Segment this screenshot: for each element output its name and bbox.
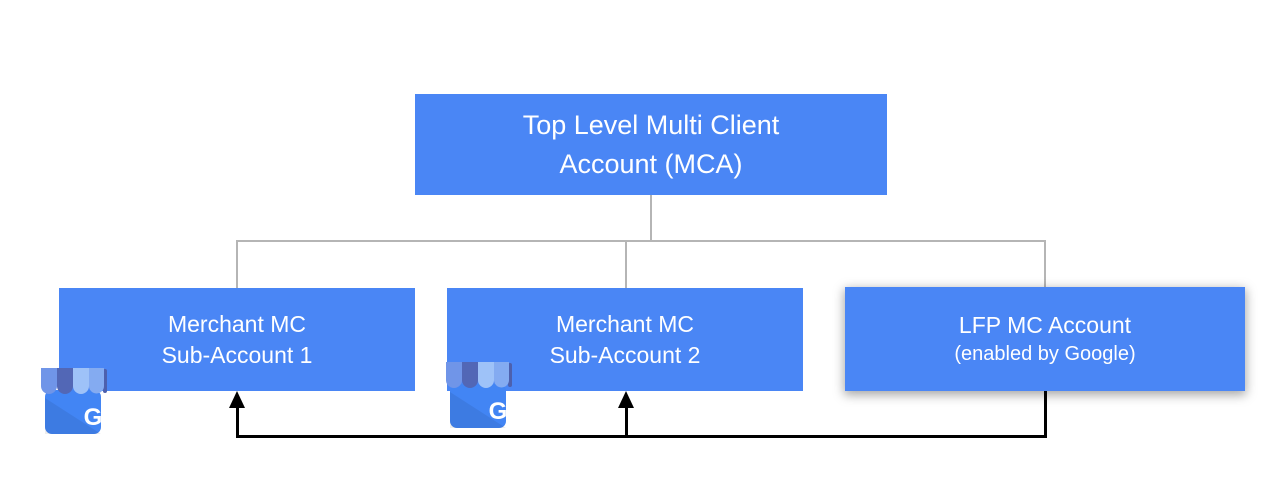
google-business-profile-icon: G: [41, 368, 107, 434]
feed-path-horizontal-line: [236, 435, 1047, 438]
google-business-profile-icon: G: [446, 362, 512, 428]
arrow-up-sub1-icon: [229, 391, 245, 408]
connector-horizontal-line: [236, 240, 1046, 242]
awning-stripe-1: [446, 362, 462, 388]
merchant-sub-account-1-node: Merchant MC Sub-Account 1: [59, 288, 415, 391]
awning-stripe-4: [89, 368, 104, 394]
awning-stripe-3: [478, 362, 494, 388]
sub1-label-line2: Sub-Account 1: [161, 341, 313, 368]
feed-path-stem-sub2-line: [625, 407, 628, 435]
feed-path-lfp-down-line: [1044, 391, 1047, 437]
lfp-label-line1: LFP MC Account: [958, 312, 1132, 338]
connector-drop-lfp-line: [1044, 241, 1046, 287]
arrow-up-sub2-icon: [618, 391, 634, 408]
storefront-body: [450, 384, 506, 428]
sub2-label-line1: Merchant MC: [555, 310, 695, 337]
g-letter: G: [84, 404, 103, 431]
awning-stripe-2: [57, 368, 73, 394]
g-letter: G: [489, 398, 508, 425]
sub1-label-line1: Merchant MC: [167, 310, 307, 337]
awning-stripe-4: [494, 362, 509, 388]
lfp-label-line2: (enabled by Google): [954, 343, 1136, 365]
awning-stripe-2: [462, 362, 478, 388]
top-level-mca-node: Top Level Multi Client Account (MCA): [415, 94, 887, 195]
feed-path-stem-sub1-line: [236, 407, 239, 435]
sub2-label-line2: Sub-Account 2: [549, 341, 701, 368]
connector-top-stem-line: [650, 195, 652, 241]
connector-drop-sub1-line: [236, 241, 238, 288]
storefront-fold-shade: [450, 392, 506, 428]
connector-drop-sub2-line: [625, 241, 627, 288]
awning-stripe-3: [73, 368, 89, 394]
top-level-mca-label-line2: Account (MCA): [559, 148, 743, 179]
storefront-fold-shade: [45, 398, 101, 434]
lfp-mc-account-node: LFP MC Account (enabled by Google): [845, 287, 1245, 391]
storefront-body: [45, 390, 101, 434]
awning-stripe-1: [41, 368, 57, 394]
top-level-mca-label-line1: Top Level Multi Client: [522, 109, 780, 140]
